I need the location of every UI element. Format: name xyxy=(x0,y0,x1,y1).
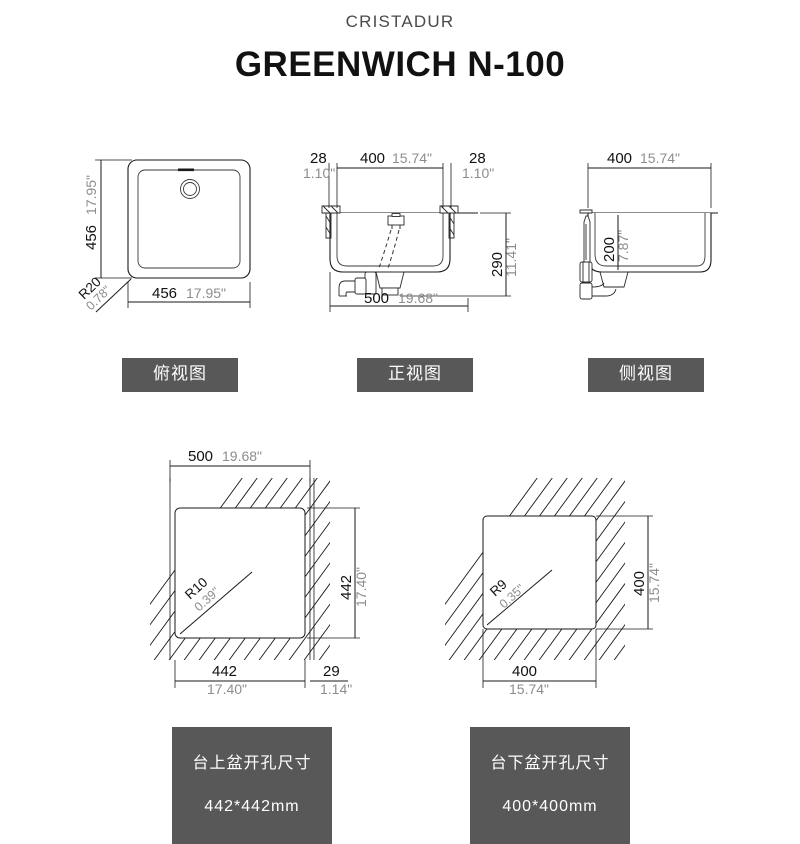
undermount-radius-in: 0.35" xyxy=(497,582,528,612)
front-view-height-mm: 290 xyxy=(489,252,506,277)
topmount-cut-width-mm: 442 xyxy=(212,663,237,680)
undermount-cut-width-mm: 400 xyxy=(512,663,537,680)
top-view-height-mm: 456 xyxy=(83,225,100,250)
cutout-caption-topmount-line1: 台上盆开孔尺寸 xyxy=(192,754,312,772)
undermount-radius-mm: R9 xyxy=(487,577,510,600)
front-view-ledge-left-in: 1.10" xyxy=(303,165,335,181)
front-view-total-width-in: 19.68" xyxy=(398,290,438,306)
top-view-width-in: 17.95" xyxy=(186,285,226,301)
drawing-canvas: 456 17.95" 456 17.95" R20 0.78" xyxy=(76,150,718,697)
side-view-drawing: 400 15.74" 200 7.87" xyxy=(579,150,718,300)
undermount-cutout-drawing: 400 15.74" R9 0.35" 400 15.74" xyxy=(445,478,662,697)
top-view-width-mm: 456 xyxy=(152,285,177,302)
side-view-depth-mm: 200 xyxy=(601,237,618,262)
technical-drawing-page: CRISTADUR GREENWICH N-100 xyxy=(76,12,718,844)
topmount-radius-in: 0.39" xyxy=(192,585,223,615)
front-view-drawing: 400 15.74" 28 1.10" 28 1.10" 290 11.41" … xyxy=(303,150,519,312)
brand-name: CRISTADUR xyxy=(345,12,455,31)
cutout-caption-topmount-line2: 442*442mm xyxy=(204,797,300,815)
top-view-height-in: 17.95" xyxy=(83,175,99,215)
undermount-cut-width-in: 15.74" xyxy=(509,681,549,697)
topmount-overall-in: 19.68" xyxy=(222,448,262,464)
topmount-cut-height-mm: 442 xyxy=(338,575,355,600)
view-label-top: 俯视图 xyxy=(122,358,238,392)
cutout-caption-topmount: 台上盆开孔尺寸 442*442mm xyxy=(172,727,332,844)
topmount-cut-height-in: 17.40" xyxy=(353,567,369,607)
side-view-width-mm: 400 xyxy=(607,150,632,167)
top-view-radius-mm: R20 xyxy=(76,274,104,302)
topmount-offset-mm: 29 xyxy=(323,663,340,680)
front-view-inner-width-in: 15.74" xyxy=(392,150,432,166)
side-view-width-in: 15.74" xyxy=(640,150,680,166)
front-view-total-width-mm: 500 xyxy=(364,290,389,307)
view-label-front: 正视图 xyxy=(357,358,473,392)
topmount-cut-width-in: 17.40" xyxy=(207,681,247,697)
model-title: GREENWICH N-100 xyxy=(234,45,566,84)
cutout-caption-undermount: 台下盆开孔尺寸 400*400mm xyxy=(470,727,630,844)
topmount-cutout-drawing: 500 19.68" 442 17.40" R10 0.39" 442 17.4… xyxy=(150,448,369,697)
side-view-depth-in: 7.87" xyxy=(615,230,631,262)
cutout-caption-undermount-line2: 400*400mm xyxy=(502,797,598,815)
top-view-drawing: 456 17.95" 456 17.95" R20 0.78" xyxy=(76,159,251,313)
topmount-offset-in: 1.14" xyxy=(320,681,352,697)
cutout-caption-undermount-line1: 台下盆开孔尺寸 xyxy=(490,754,610,772)
front-view-ledge-left-mm: 28 xyxy=(310,150,327,167)
view-label-side: 侧视图 xyxy=(588,358,704,392)
top-view-radius-in: 0.78" xyxy=(83,283,113,313)
topmount-overall-mm: 500 xyxy=(188,448,213,465)
undermount-cut-height-in: 15.74" xyxy=(646,563,662,603)
front-view-ledge-right-in: 1.10" xyxy=(462,165,494,181)
topmount-radius-mm: R10 xyxy=(182,575,210,603)
front-view-ledge-right-mm: 28 xyxy=(469,150,486,167)
undermount-cut-height-mm: 400 xyxy=(631,571,648,596)
front-view-inner-width-mm: 400 xyxy=(360,150,385,167)
front-view-height-in: 11.41" xyxy=(503,238,519,277)
